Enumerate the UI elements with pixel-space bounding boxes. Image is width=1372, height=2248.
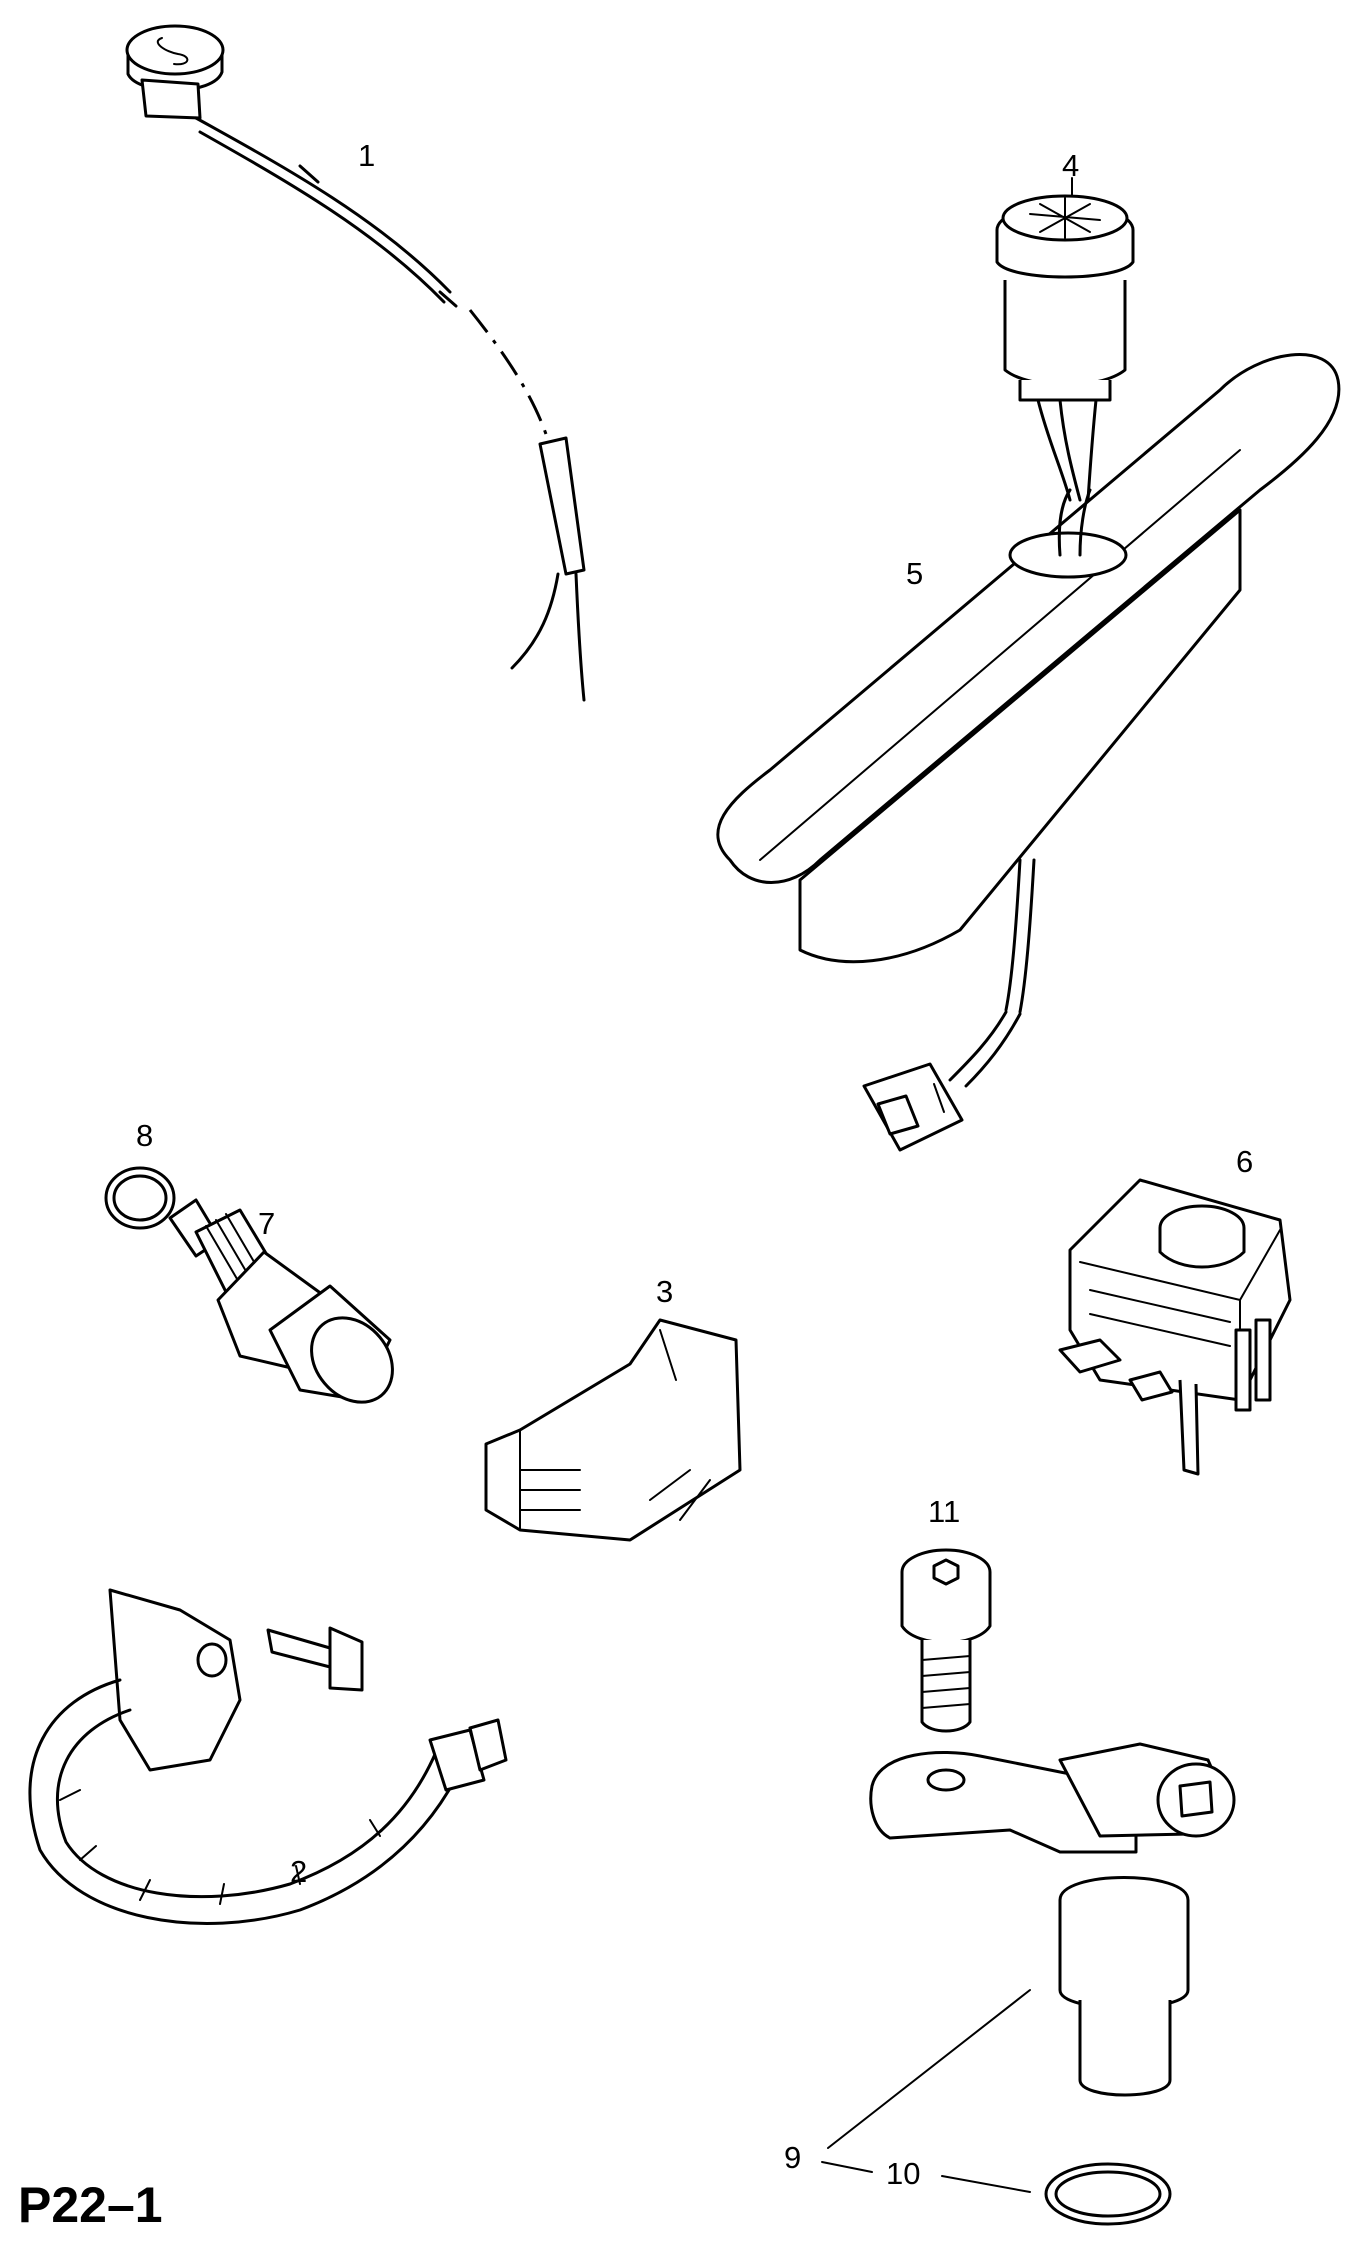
part-11-screw <box>900 1548 992 1733</box>
part-9-sensor <box>869 1742 1236 2097</box>
leader-line-10 <box>941 2175 1031 2193</box>
part-3-bracket-cover <box>484 1318 742 1542</box>
callout-5: 5 <box>906 556 923 591</box>
callout-4: 4 <box>1062 148 1079 183</box>
part-4-indicator-lamp <box>995 194 1135 502</box>
part-2-wiring-harness <box>28 1588 508 1925</box>
leader-line-9 <box>827 1989 1031 2149</box>
part-5-handle-housing <box>716 353 1341 1152</box>
callout-6: 6 <box>1236 1144 1253 1179</box>
page-code: P22–1 <box>18 2177 163 2233</box>
callout-9: 9 <box>784 2140 801 2175</box>
callout-11: 11 <box>928 1494 960 1529</box>
callout-10: 10 <box>886 2156 920 2191</box>
part-8-seal-ring <box>104 1166 176 1230</box>
callout-2: 2 <box>290 1854 307 1889</box>
callout-1: 1 <box>358 138 375 173</box>
part-6-solenoid-valve <box>1058 1178 1292 1476</box>
part-10-seal-ring <box>1044 2162 1172 2226</box>
part-1-cable-sensor <box>125 24 586 702</box>
callout-7: 7 <box>258 1206 275 1241</box>
callout-8: 8 <box>136 1118 153 1153</box>
part-7-temperature-switch <box>168 1198 394 1404</box>
callout-3: 3 <box>656 1274 673 1309</box>
leader-line-9-10 <box>821 2161 873 2173</box>
